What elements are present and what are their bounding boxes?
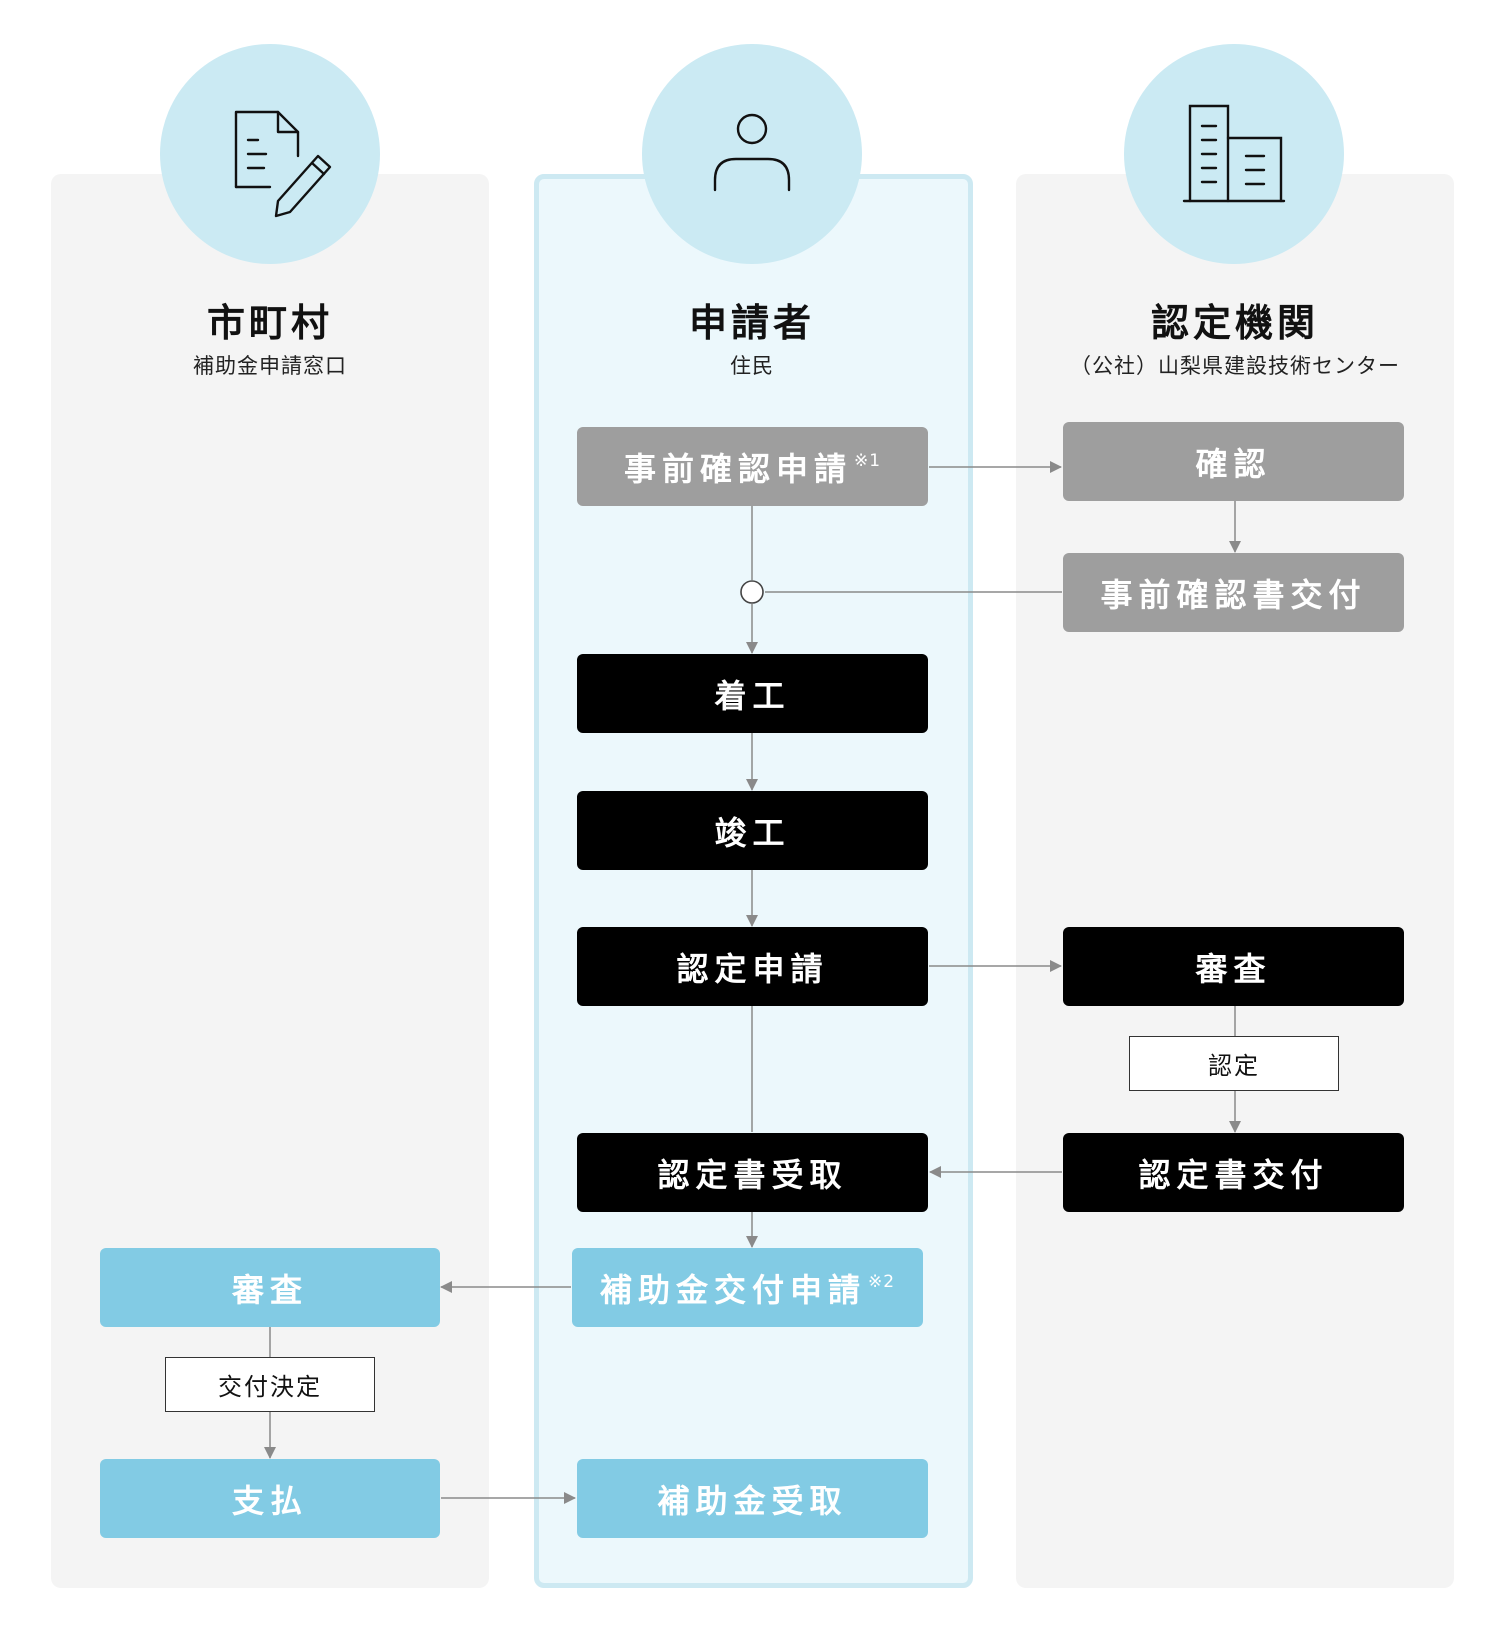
step-pre-apply: 事前確認申請※1 [577, 427, 928, 506]
step-review-municipality: 審査 [100, 1248, 440, 1327]
step-start: 着工 [577, 654, 928, 733]
step-confirm-label: 確認 [1195, 444, 1272, 483]
step-subsidy-receive-label: 補助金受取 [657, 1481, 848, 1520]
step-complete: 竣工 [577, 791, 928, 870]
lane-applicant [534, 174, 973, 1588]
document-pen-icon [234, 110, 332, 218]
building-icon [1182, 104, 1286, 203]
step-pay: 支払 [100, 1459, 440, 1538]
note-1: ※1 [853, 450, 882, 471]
lane-title-municipality: 市町村 [206, 301, 333, 345]
step-cert-issue: 認定書交付 [1063, 1133, 1404, 1212]
lane-title-certifier: 認定機関 [1150, 301, 1319, 345]
step-pre-cert-issue: 事前確認書交付 [1063, 553, 1404, 632]
step-confirm: 確認 [1063, 422, 1404, 501]
edge-label-approve: 認定 [1129, 1036, 1339, 1091]
step-cert-receive: 認定書受取 [577, 1133, 928, 1212]
step-review-certifier-label: 審査 [1195, 949, 1272, 988]
note-2: ※2 [867, 1271, 896, 1292]
municipality-circle [160, 44, 380, 264]
lane-subtitle-applicant: 住民 [730, 354, 774, 378]
lane-title-applicant: 申請者 [688, 301, 815, 345]
join-node [740, 580, 764, 604]
step-cert-receive-label: 認定書受取 [657, 1155, 848, 1194]
lane-subtitle-municipality: 補助金申請窓口 [193, 354, 347, 378]
lane-certifier [1016, 174, 1454, 1588]
step-subsidy-receive: 補助金受取 [577, 1459, 928, 1538]
lane-subtitle-certifier: （公社）山梨県建設技術センター [1070, 354, 1400, 378]
step-cert-apply-label: 認定申請 [676, 949, 829, 988]
step-pre-cert-issue-label: 事前確認書交付 [1100, 575, 1367, 614]
step-cert-issue-label: 認定書交付 [1138, 1155, 1329, 1194]
step-pre-apply-label: 事前確認申請 [623, 449, 852, 488]
applicant-circle [642, 44, 862, 264]
step-complete-label: 竣工 [714, 813, 791, 852]
step-subsidy-apply-label: 補助金交付申請 [599, 1270, 866, 1309]
person-icon [713, 113, 791, 192]
step-pay-label: 支払 [231, 1481, 308, 1520]
step-review-municipality-label: 審査 [231, 1270, 308, 1309]
step-cert-apply: 認定申請 [577, 927, 928, 1006]
step-review-certifier: 審査 [1063, 927, 1404, 1006]
step-start-label: 着工 [714, 676, 791, 715]
edge-label-grant-decision: 交付決定 [165, 1357, 375, 1412]
certifier-circle [1124, 44, 1344, 264]
step-subsidy-apply: 補助金交付申請※2 [572, 1248, 923, 1327]
